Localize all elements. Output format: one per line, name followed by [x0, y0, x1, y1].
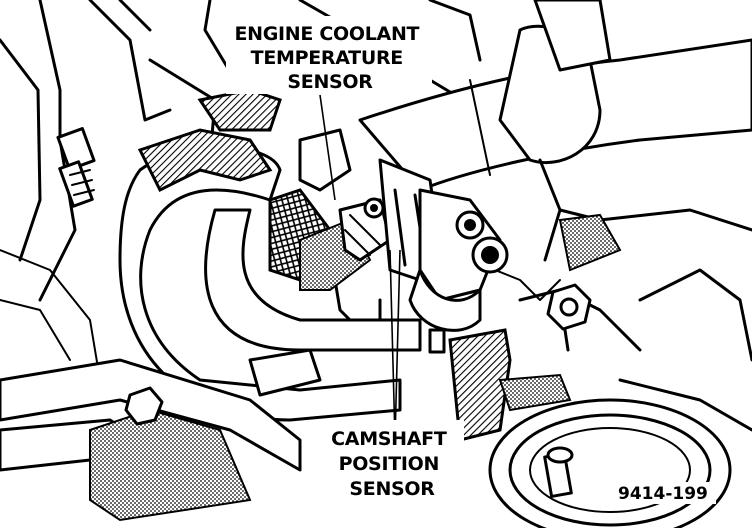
- coolant-label-line-1: ENGINE COOLANT: [234, 23, 419, 45]
- camshaft-label-line-1: CAMSHAFT: [331, 428, 447, 450]
- bolt-right: [546, 283, 592, 352]
- center-strap: [428, 328, 572, 442]
- camshaft-label-line-2: POSITION: [339, 453, 440, 475]
- bolt-left: [56, 127, 96, 208]
- coolant-sensor-assembly: [268, 128, 392, 291]
- camshaft-bracket: [378, 158, 509, 332]
- coolant-label-line-2: TEMPERATURE: [251, 47, 403, 69]
- leader-lines: [319, 94, 401, 441]
- coolant-sensor-label: ENGINE COOLANT TEMPERATURE SENSOR: [234, 23, 425, 93]
- figure-id: 9414-199: [618, 484, 708, 504]
- lower-left-block: [89, 386, 252, 522]
- camshaft-label-line-3: SENSOR: [349, 478, 435, 500]
- pulley: [488, 398, 732, 528]
- coolant-label-line-3: SENSOR: [287, 71, 373, 93]
- camshaft-sensor-label: CAMSHAFT POSITION SENSOR: [331, 428, 453, 500]
- upper-tube: [358, 0, 752, 272]
